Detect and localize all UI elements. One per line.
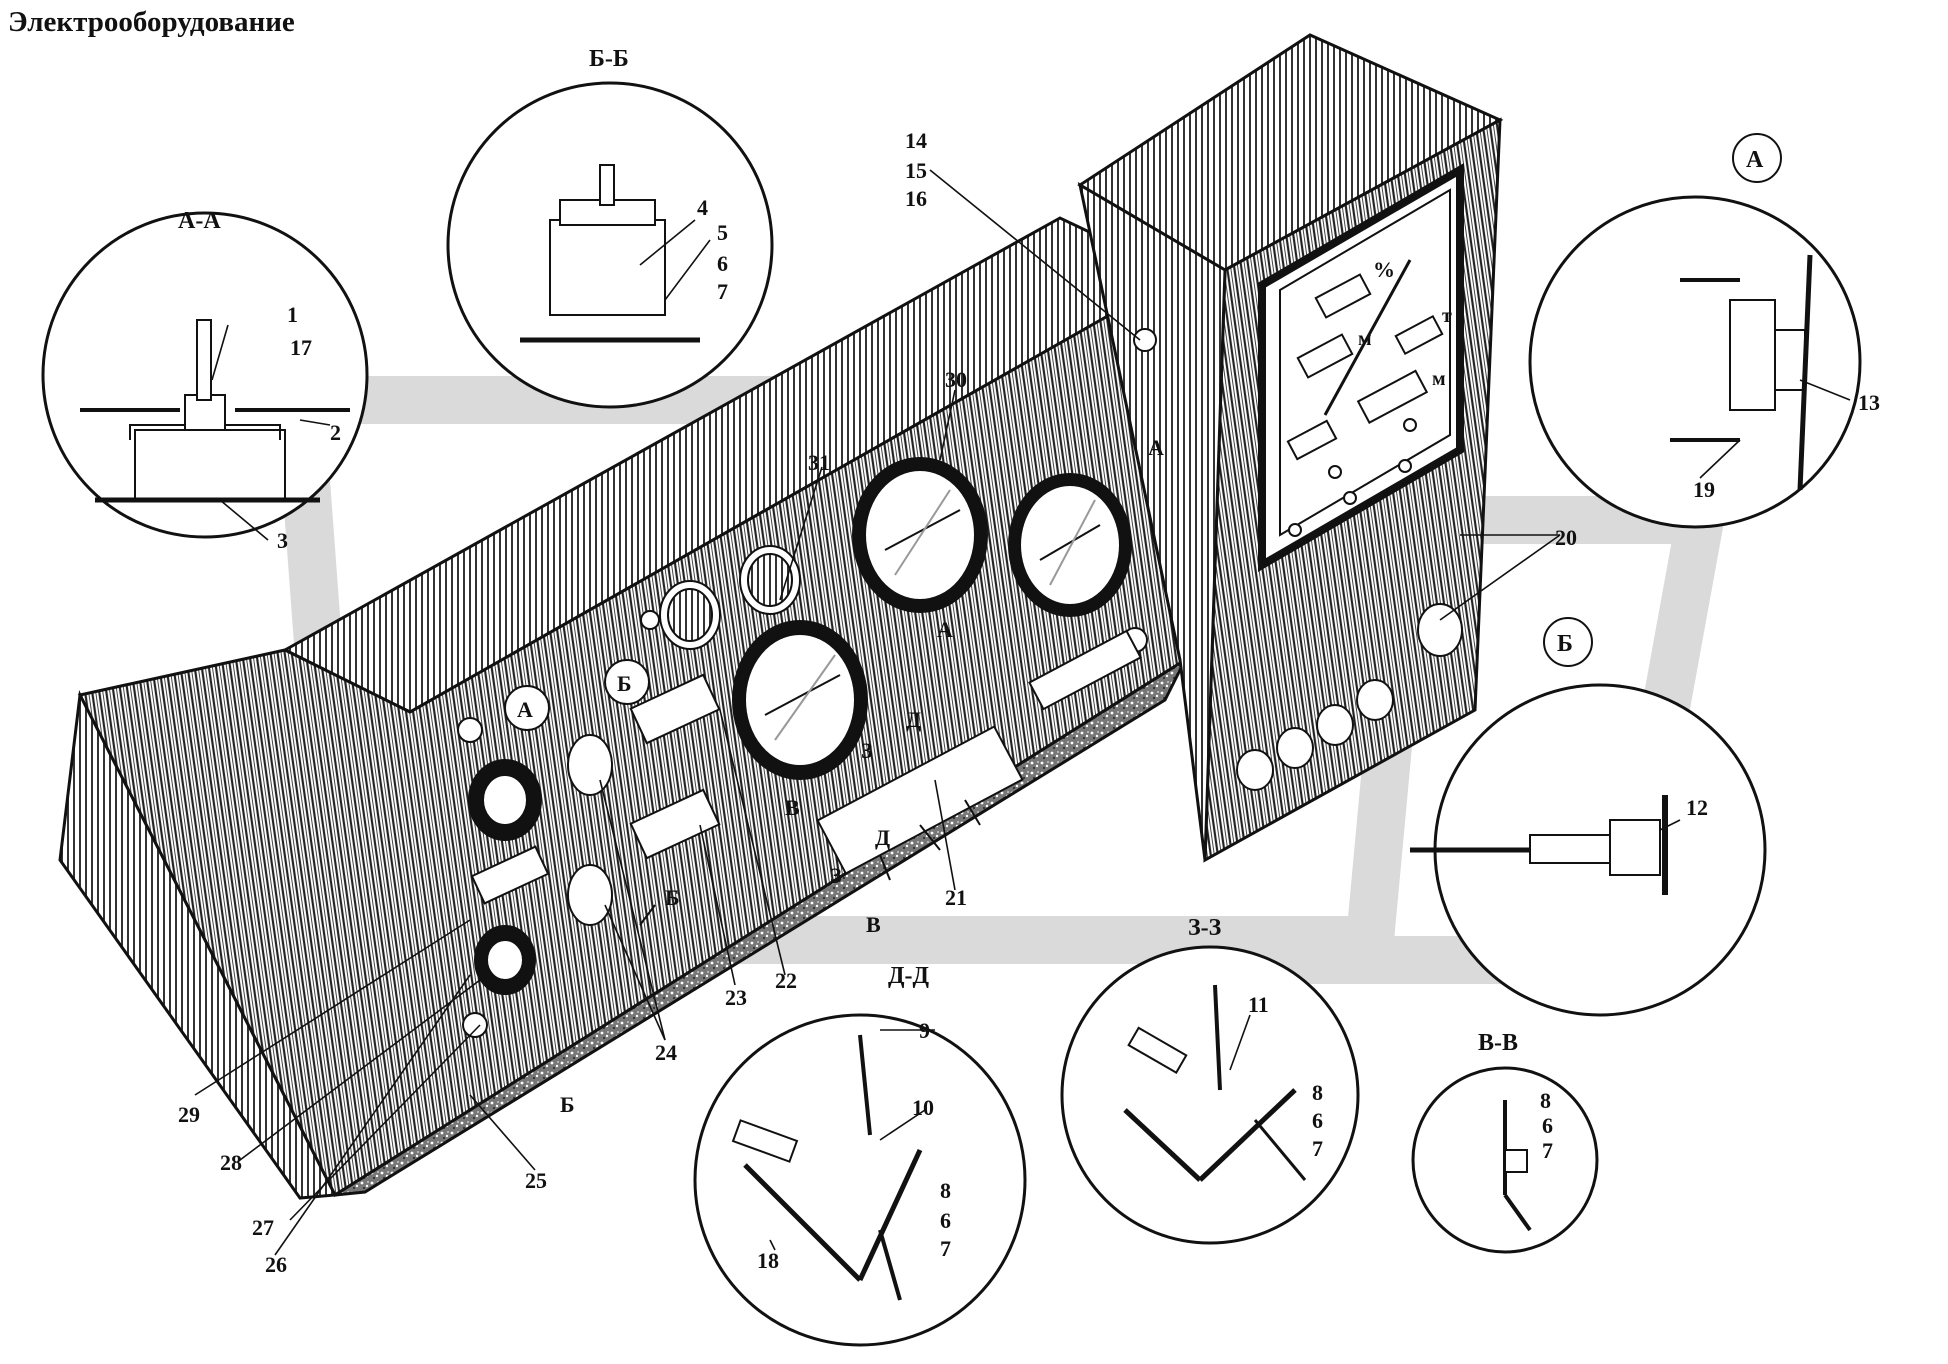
detail-circle-bb [446,81,774,409]
panel-knobs [457,328,1463,1038]
callout-25: 25 [525,1168,547,1193]
leader-lines [194,169,1851,1256]
section-vv-label: В-В [1478,1030,1518,1056]
dial-gauge-left [732,620,868,780]
circle-marker-b-panel: Б [604,659,650,705]
callout-13: 13 [1858,390,1880,415]
callout-14: 14 [905,128,927,153]
circle-marker-a-panel: А [504,685,550,731]
callout-27: 27 [252,1215,274,1240]
detail-circle-zz [1060,945,1360,1245]
gauge-t-label: т [1442,305,1452,327]
page-title: Электрооборудование [8,6,295,38]
callout-16: 16 [905,186,927,211]
svg-text:Б: Б [617,671,632,696]
callout-8-dd: 8 [940,1178,951,1203]
callout-1: 1 [287,302,298,327]
callout-30: 30 [945,367,967,392]
cut-marker-d-bottom: Д [875,825,890,850]
cut-marker-b-bottom: Б [560,1092,575,1117]
dial-gauge-30 [852,457,988,613]
detail-circle-aa [41,211,369,539]
gauge-window: % м т м [1258,163,1464,572]
callout-8-zz: 8 [1312,1080,1323,1105]
callout-9: 9 [919,1018,930,1043]
detail-circle-b [1410,683,1767,1017]
callout-6-zz: 6 [1312,1108,1323,1133]
callout-7-bb: 7 [717,279,728,304]
callout-5: 5 [717,220,728,245]
callout-7-vv: 7 [1542,1138,1553,1163]
callout-18: 18 [757,1248,779,1273]
cut-marker-z-bottom: З [830,863,842,888]
cut-marker-v-bottom: В [866,912,881,937]
callout-22: 22 [775,968,797,993]
callout-31: 31 [808,450,830,475]
callout-12: 12 [1686,795,1708,820]
detail-circle-vv [1411,1066,1599,1254]
section-dd-label: Д-Д [888,963,930,989]
section-bb-label: Б-Б [589,46,629,72]
callout-4: 4 [697,195,708,220]
svg-text:Б: Б [1557,631,1573,657]
dial-gauge-right [1008,473,1132,617]
callout-11: 11 [1248,992,1269,1017]
circle-marker-a-detail: А [1732,133,1782,183]
cut-marker-a-mid: А [937,617,953,642]
gauge-m-label-2: м [1432,368,1446,390]
callout-26: 26 [265,1252,287,1277]
section-zz-label: З-З [1188,915,1222,941]
callout-23: 23 [725,985,747,1010]
gauge-percent-label: % [1373,257,1395,282]
callout-7-zz: 7 [1312,1136,1323,1161]
cut-marker-v-top: В [785,795,800,820]
circle-marker-b-detail: Б [1543,617,1593,667]
callout-6-vv: 6 [1542,1113,1553,1138]
callout-17: 17 [290,335,312,360]
cut-marker-d-top: Д [906,707,921,732]
callout-3: 3 [277,528,288,553]
callout-20: 20 [1555,525,1577,550]
callout-15: 15 [905,158,927,183]
detail-circle-a [1528,195,1862,529]
callout-2: 2 [330,420,341,445]
cut-marker-b-panel: Б [665,885,680,910]
cut-marker-z-top: З [861,738,873,763]
callout-28: 28 [220,1150,242,1175]
callout-19: 19 [1693,477,1715,502]
section-aa-label: А-А [178,208,221,234]
cut-marker-a-top: А [1148,435,1164,460]
svg-text:А: А [1746,147,1764,173]
callout-6-dd: 6 [940,1208,951,1233]
callout-6-bb: 6 [717,251,728,276]
svg-text:А: А [517,697,533,722]
callout-10: 10 [912,1095,934,1120]
gauge-m-label-1: м [1358,328,1372,350]
callout-24: 24 [655,1040,677,1065]
callout-7-dd: 7 [940,1236,951,1261]
callout-21: 21 [945,885,967,910]
callout-29: 29 [178,1102,200,1127]
callout-8-vv: 8 [1540,1088,1551,1113]
detail-circle-dd [693,1013,1027,1347]
